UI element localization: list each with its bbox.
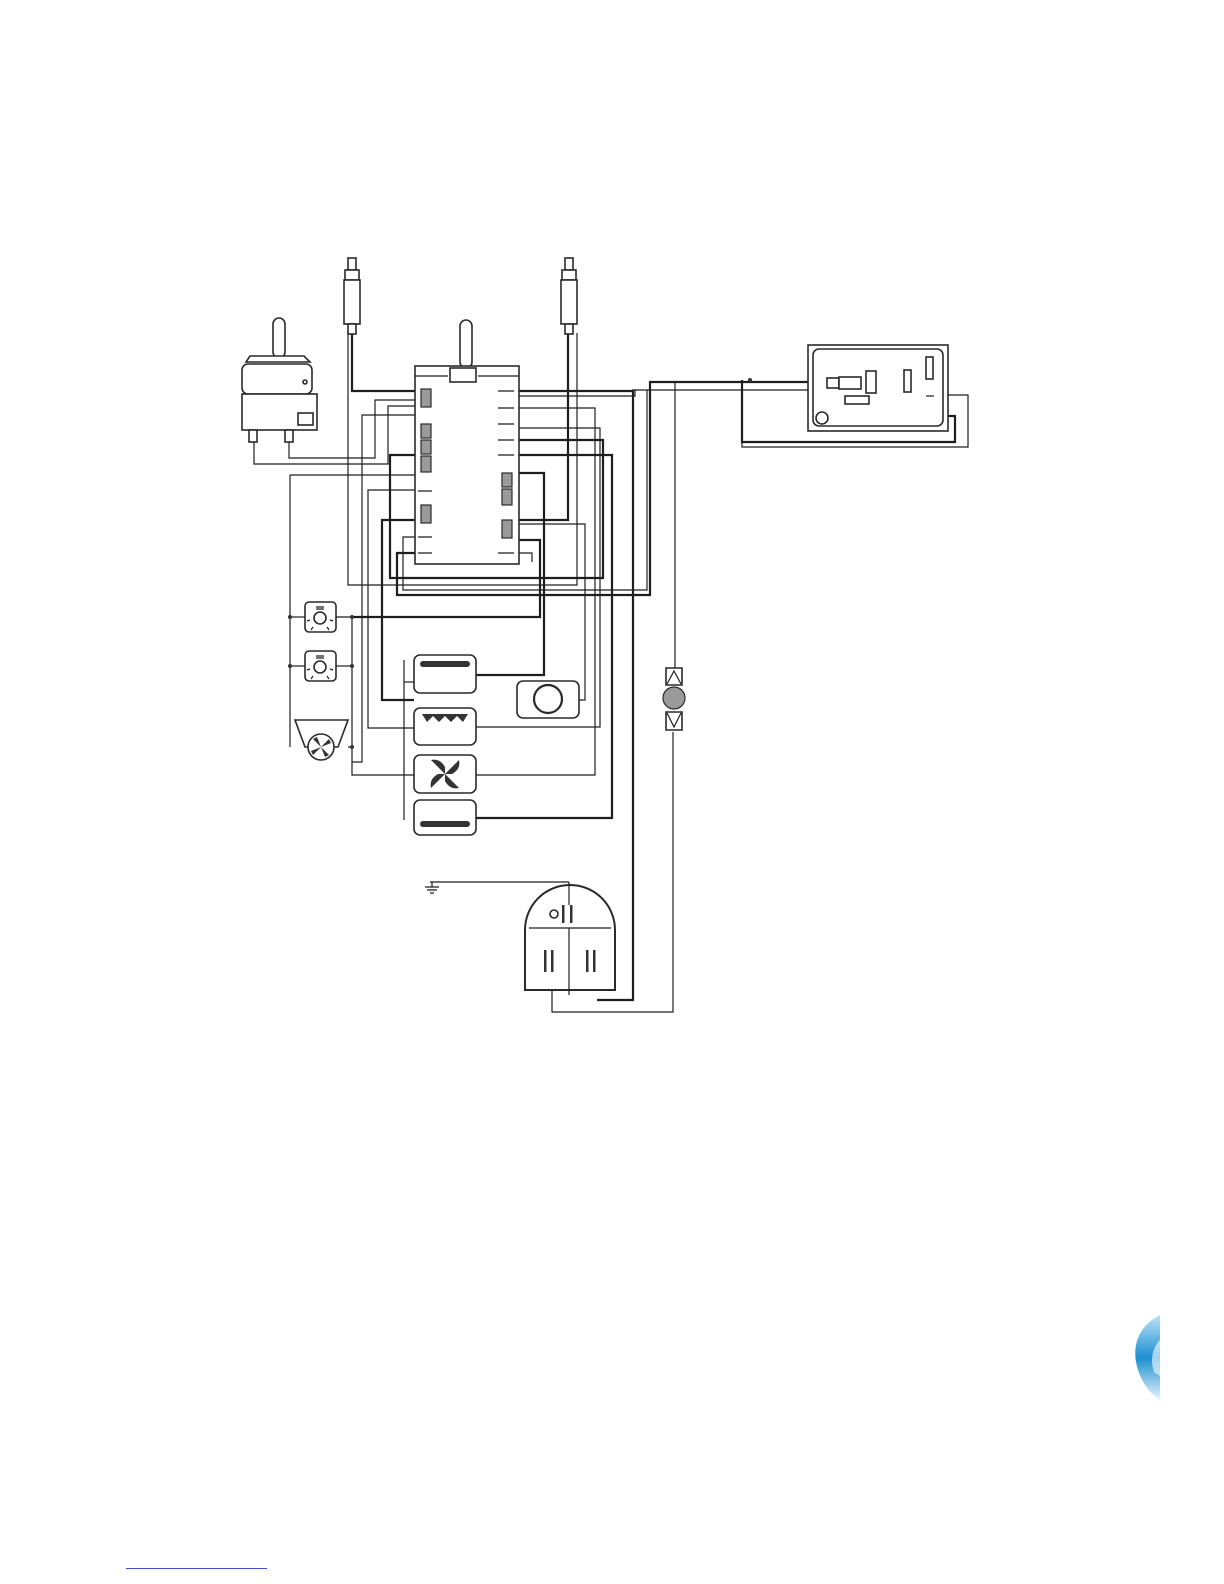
thermostat-icon <box>242 318 317 442</box>
oven-lamp-icon <box>305 602 336 632</box>
cooling-fan-icon <box>295 720 348 760</box>
brand-logo-icon <box>1130 1300 1160 1420</box>
terminal-block-icon <box>525 882 615 995</box>
heating-element-icon <box>414 800 476 835</box>
footer-link-underline <box>126 1568 267 1569</box>
oven-lamp-icon <box>305 651 336 681</box>
control-board-icon <box>808 345 948 431</box>
door-lock-icon <box>663 668 685 730</box>
heating-element-icon <box>414 655 476 693</box>
circular-element-icon <box>517 681 579 718</box>
grill-element-icon <box>414 708 476 745</box>
ground-icon <box>425 882 439 893</box>
rotary-selector-switch-icon <box>415 320 519 564</box>
temperature-probe-icon <box>344 258 360 334</box>
temperature-probe-icon <box>561 258 577 334</box>
convection-fan-icon <box>414 755 476 793</box>
